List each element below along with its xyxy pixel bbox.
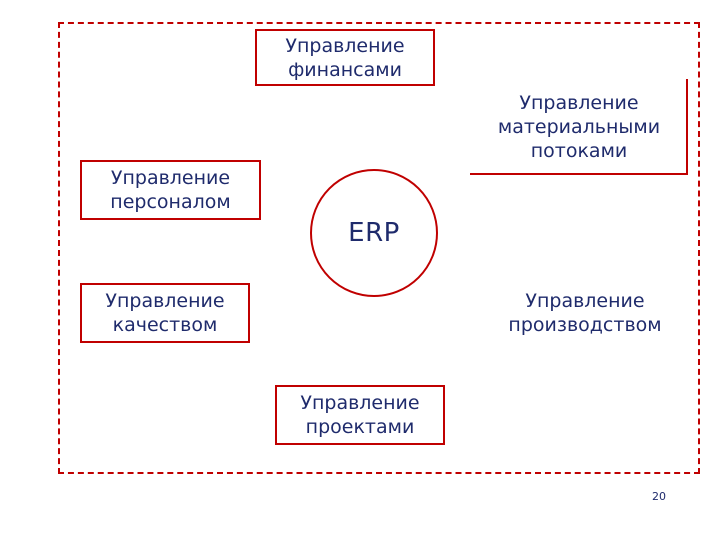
node-upravlenie-materialnymi-potokami: Управление материальными потоками [497, 92, 661, 162]
dashed-boundary-frame [58, 22, 700, 474]
node-upravlenie-proizvodstvom: Управление производством [508, 290, 662, 336]
node-upravlenie-personalom: Управление персоналом [80, 160, 261, 220]
erp-center-circle: ERP [310, 169, 438, 297]
node-upravlenie-kachestvom: Управление качеством [80, 283, 250, 343]
erp-label: ERP [348, 218, 400, 248]
node-upravlenie-proektami: Управление проектами [275, 385, 445, 445]
node-upravlenie-finansami: Управление финансами [255, 29, 435, 86]
page-number: 20 [652, 490, 666, 503]
